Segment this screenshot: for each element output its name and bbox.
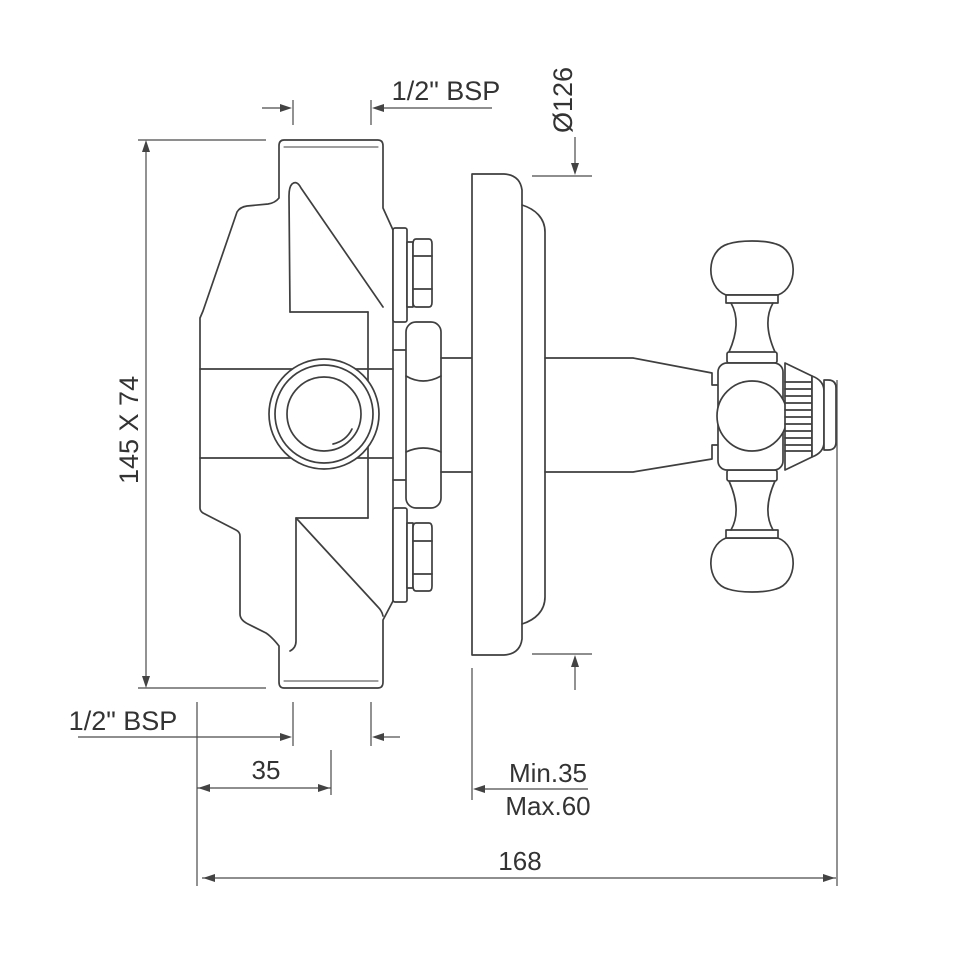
handle-end-button (823, 379, 837, 451)
handle-end-ring (811, 375, 825, 458)
handle-bottom-baluster-right (767, 480, 776, 531)
stem-bottom-profile (544, 444, 719, 473)
handle-bottom-ball (710, 537, 794, 593)
dimension-flange-diameter: Ø126 (532, 67, 592, 690)
handle-top-baluster-right (767, 302, 776, 353)
sleeve-upper-arc (405, 375, 442, 382)
bottom-fitting-hex-nut (412, 522, 433, 592)
outlet-boss-outer-circle (268, 358, 380, 470)
wall-mounting-sleeve (392, 321, 473, 509)
outlet-boss-ring (274, 364, 374, 464)
handle-hub-circle (716, 380, 788, 452)
outlet-boss-thread-relief (332, 428, 353, 445)
label-overall-length: 168 (498, 846, 541, 876)
top-fitting-hex-nut (412, 238, 433, 308)
inlet-check-valve-bottom (392, 507, 433, 603)
escutcheon-flange (471, 173, 546, 656)
handle-top-baluster-left (728, 302, 737, 353)
handle-top-ball-collar (725, 294, 779, 304)
dimension-bottom-thread: 1/2" BSP (69, 702, 400, 746)
arrow-right-icon (280, 733, 292, 741)
handle-knurl-ribs (784, 381, 813, 452)
label-rough-in-size: 145 X 74 (114, 376, 144, 484)
label-depth-max: Max.60 (505, 791, 590, 821)
valve-stem (544, 357, 719, 473)
dimension-overall-length: 168 (202, 380, 838, 886)
bottom-cone-intersection-curve (296, 518, 384, 617)
sleeve-body (405, 321, 442, 509)
flange-outline (471, 173, 546, 656)
top-fitting-collar (406, 241, 414, 308)
label-flange-diameter: Ø126 (548, 67, 578, 133)
bottom-fitting-backplate (392, 507, 408, 603)
sleeve-lower-arc (405, 447, 442, 453)
arrow-right-icon (823, 874, 835, 882)
stem-top-profile (544, 357, 719, 386)
handle-top-ball (710, 240, 794, 296)
bottom-front-edge-hook (289, 517, 297, 652)
outlet-boss-bore (286, 376, 362, 452)
arrow-right-icon (318, 784, 330, 792)
arrow-left-icon (473, 785, 485, 793)
bottom-fitting-collar (406, 522, 414, 589)
arrow-down-icon (571, 163, 579, 175)
dimension-pipe-center-offset: 35 (196, 702, 332, 886)
arrow-down-icon (142, 676, 150, 688)
handle-top-neck-collar (726, 351, 778, 364)
dimension-rough-in-size: 145 X 74 (114, 139, 266, 689)
inlet-check-valve-top (392, 227, 433, 323)
cross-handle (710, 240, 837, 593)
top-cone-intersection-curve (288, 181, 384, 313)
handle-bottom-ball-collar (725, 529, 779, 539)
top-fitting-backplate (392, 227, 408, 323)
handle-bottom-neck-collar (726, 469, 778, 482)
arrow-left-icon (372, 104, 384, 112)
label-depth-min: Min.35 (509, 758, 587, 788)
dimension-wall-depth: Min.35 Max.60 (471, 668, 591, 821)
label-bottom-thread: 1/2" BSP (69, 706, 178, 736)
arrow-up-icon (142, 140, 150, 152)
arrow-left-icon (372, 733, 384, 741)
arrow-left-icon (203, 874, 215, 882)
valve-body (199, 139, 394, 689)
arrow-right-icon (280, 104, 292, 112)
dimension-top-thread: 1/2" BSP (262, 76, 500, 125)
arrow-up-icon (571, 655, 579, 667)
handle-bottom-baluster-left (728, 480, 737, 531)
label-pipe-center-offset: 35 (252, 755, 281, 785)
label-top-thread: 1/2" BSP (392, 76, 501, 106)
arrow-left-icon (198, 784, 210, 792)
